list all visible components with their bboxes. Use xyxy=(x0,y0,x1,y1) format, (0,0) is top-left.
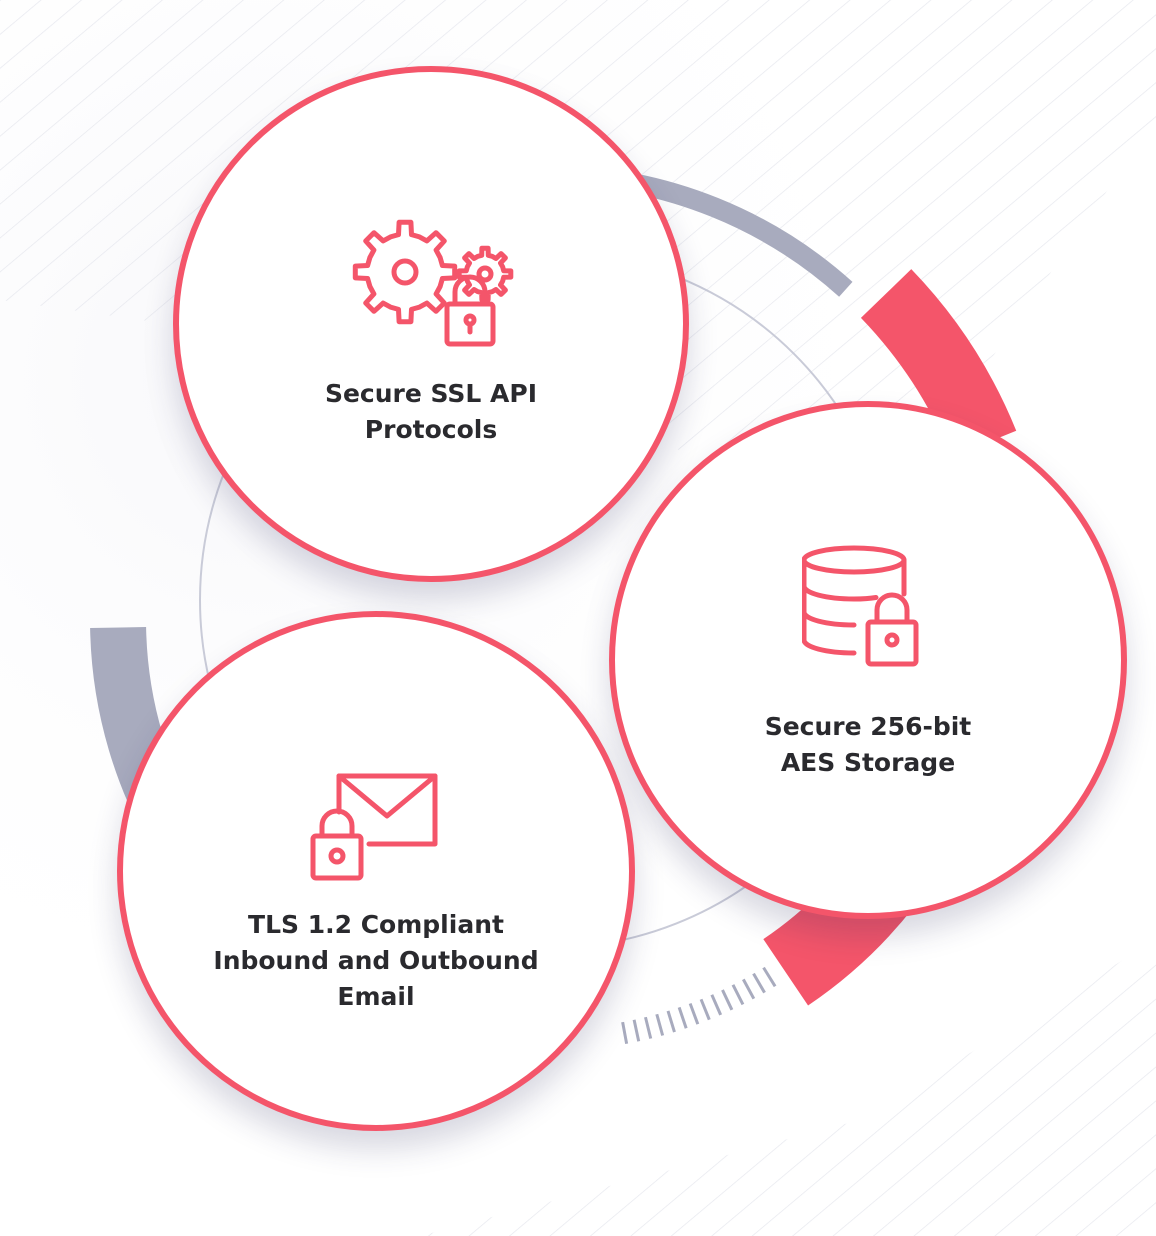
node-label: Secure SSL API Protocols xyxy=(179,376,683,448)
envelope-lock-icon xyxy=(310,773,438,881)
label-line: Inbound and Outbound xyxy=(213,946,539,975)
node-tls-compliant-email: TLS 1.2 Compliant Inbound and Outbound E… xyxy=(117,611,635,1131)
node-secure-ssl-api-protocols: Secure SSL API Protocols xyxy=(173,66,689,582)
gears-lock-icon xyxy=(352,219,514,347)
node-label: TLS 1.2 Compliant Inbound and Outbound E… xyxy=(123,907,629,1015)
label-line: Email xyxy=(337,982,415,1011)
label-line: Secure 256-bit xyxy=(764,712,972,741)
label-line: AES Storage xyxy=(780,748,956,777)
label-line: Protocols xyxy=(364,415,498,444)
node-label: Secure 256-bit AES Storage xyxy=(615,709,1121,781)
database-lock-icon xyxy=(802,545,919,667)
dashed-tick-arc xyxy=(618,966,777,1045)
label-line: TLS 1.2 Compliant xyxy=(248,910,504,939)
label-line: Secure SSL API xyxy=(324,379,538,408)
node-secure-aes-storage: Secure 256-bit AES Storage xyxy=(609,401,1127,919)
